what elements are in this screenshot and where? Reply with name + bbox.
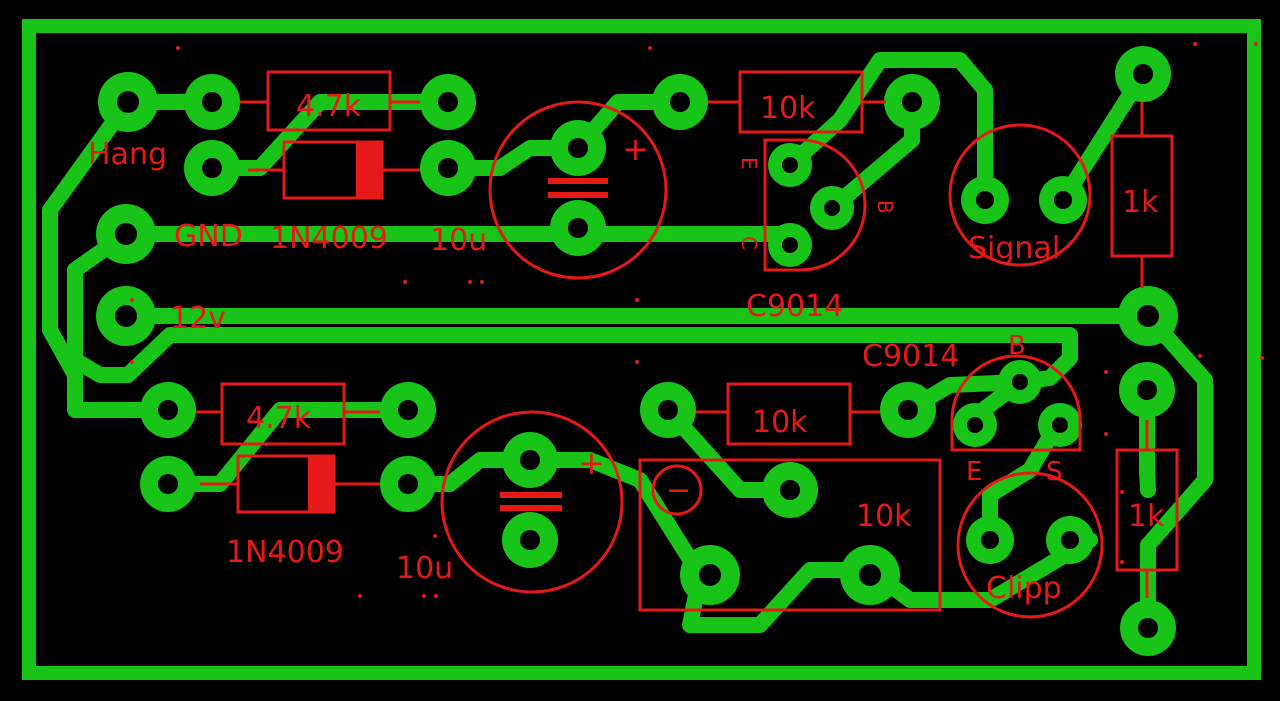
diode-band-top	[356, 142, 382, 198]
label-r-bot-left: 4.7k	[246, 401, 312, 436]
label-signal: Signal	[968, 231, 1060, 266]
label-pot-minus: −	[666, 473, 691, 508]
cap-marker-top-2	[548, 192, 608, 198]
transistor-outline-bot	[950, 354, 1082, 452]
signal-outline	[948, 123, 1092, 267]
label-q-bot: C9014	[862, 339, 959, 374]
label-c-bot-plus: +	[578, 444, 605, 482]
label-c-top-plus: +	[622, 130, 649, 168]
pot-minus-circle	[651, 464, 703, 516]
transistor-outline-top	[763, 138, 867, 272]
diode-band-bot	[308, 456, 334, 512]
silkscreen	[196, 70, 1179, 619]
label-c-top: 10u	[430, 223, 487, 258]
cap-marker-top-1	[548, 178, 608, 184]
label-gnd: GND	[174, 219, 243, 254]
cap-marker-bot-1	[500, 492, 562, 498]
label-q-bot-s: S	[1046, 457, 1063, 487]
label-c-bot: 10u	[396, 551, 453, 586]
capacitor-outline-bot	[440, 410, 624, 594]
capacitor-outline-top	[488, 100, 668, 280]
label-d-bot: 1N4009	[226, 535, 344, 570]
silkscreen-fills	[308, 142, 608, 512]
label-d-top: 1N4009	[270, 221, 388, 256]
label-clipp: Clipp	[986, 571, 1062, 606]
board-outline	[22, 19, 1261, 680]
label-q-bot-e: E	[966, 457, 982, 487]
label-r-top-left: 4.7k	[296, 89, 362, 124]
resistor-outline-bot-left	[220, 382, 346, 446]
label-q-top-b: B	[873, 200, 897, 214]
pot-outline	[638, 458, 942, 612]
silkscreen-dots	[130, 42, 1264, 598]
label-r-right-bot: 1k	[1128, 499, 1165, 534]
pad-holes	[115, 64, 1159, 638]
label-q-top: C9014	[746, 289, 843, 324]
label-q-bot-b: B	[1008, 331, 1026, 361]
resistor-outline-bot-mid	[726, 382, 852, 446]
label-r-right-top: 1k	[1122, 185, 1159, 220]
label-q-top-c: C	[737, 236, 761, 250]
label-hang: Hang	[88, 137, 167, 172]
cap-marker-bot-2	[500, 505, 562, 511]
label-r-bot-mid: 10k	[752, 405, 808, 440]
label-r-top-mid: 10k	[760, 91, 816, 126]
label-q-top-e: E	[737, 157, 761, 170]
clipp-outline	[956, 471, 1104, 619]
label-12v: 12v	[170, 301, 226, 336]
label-pot: 10k	[856, 499, 912, 534]
